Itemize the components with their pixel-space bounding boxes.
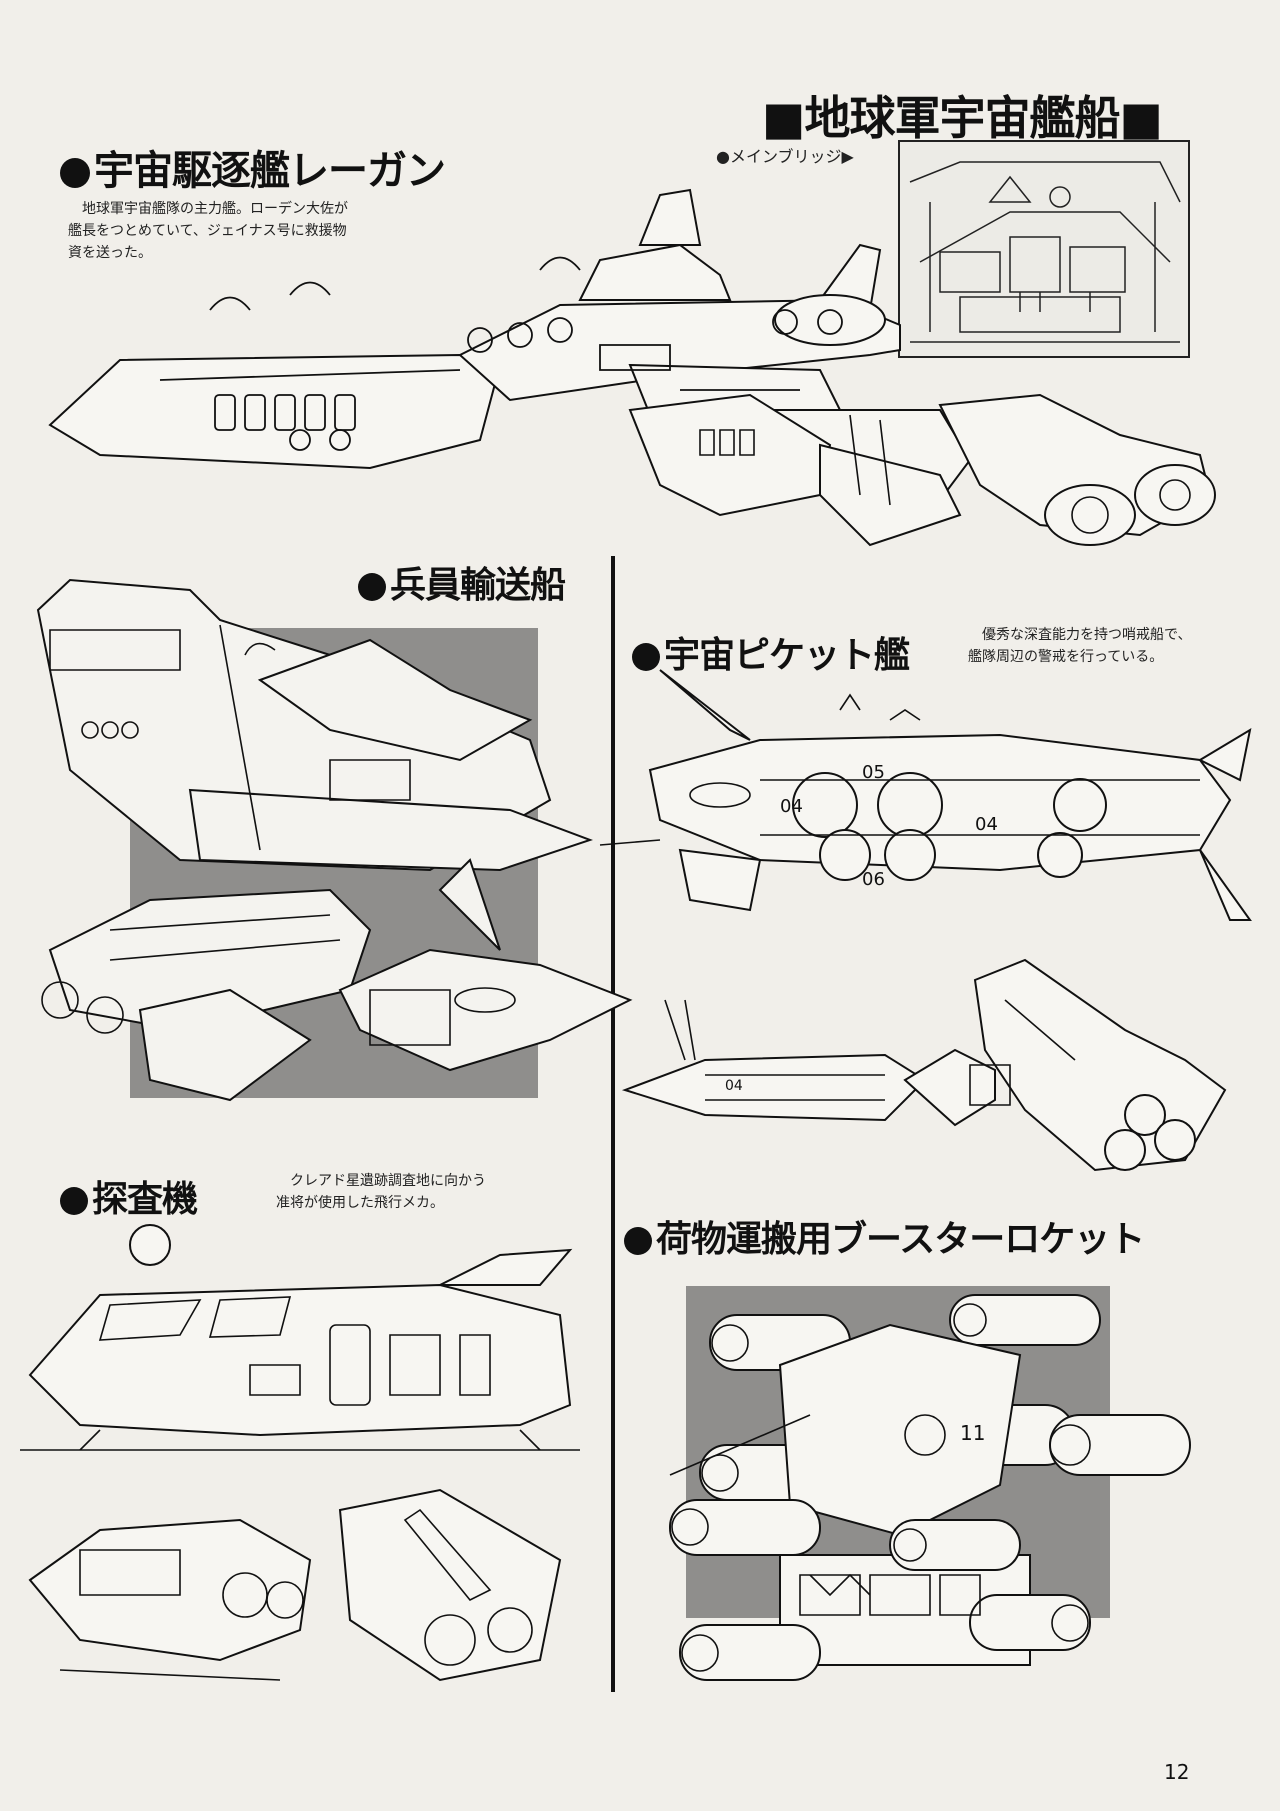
destroyer-title: 宇宙駆逐艦レーガン xyxy=(94,148,446,194)
troop-transport-illustration xyxy=(30,570,600,1140)
transport-title: 兵員輸送船 xyxy=(390,565,566,606)
page-title: ■地球軍宇宙艦船■ xyxy=(762,91,1163,145)
bridge-interior-drawing xyxy=(900,142,1188,356)
caption-line: 艦長をつとめていて、ジェイナス号に救援物 xyxy=(68,223,347,239)
transport-title-wrap: 兵員輸送船 xyxy=(358,556,566,608)
picket-caption: 優秀な深査能力を持つ哨戒船で、 艦隊周辺の警戒を行っている。 xyxy=(968,624,1268,668)
bullet-icon xyxy=(624,1227,652,1255)
main-bridge-illustration xyxy=(898,140,1190,358)
caption-line: 准将が使用した飛行メカ。 xyxy=(276,1195,444,1211)
probe-title-wrap: 探査機 xyxy=(60,1170,198,1222)
page-number: 12 xyxy=(1164,1760,1190,1784)
probe-craft-rear-illustration xyxy=(20,1470,600,1700)
picket-ship-side-illustration: 04 04 05 06 xyxy=(600,670,1260,950)
booster-title-wrap: 荷物運搬用ブースターロケット xyxy=(624,1210,1145,1262)
section-divider xyxy=(611,556,615,1692)
picket-title-wrap: 宇宙ピケット艦 xyxy=(632,626,910,678)
bullet-icon xyxy=(60,1187,88,1215)
caption-line: 優秀な深査能力を持つ哨戒船で、 xyxy=(982,627,1192,643)
bridge-label: ●メインブリッジ▶ xyxy=(716,147,854,166)
booster-title: 荷物運搬用ブースターロケット xyxy=(656,1219,1145,1260)
destroyer-title-wrap: 宇宙駆逐艦レーガン xyxy=(60,138,446,196)
caption-line: 艦隊周辺の警戒を行っている。 xyxy=(968,649,1164,665)
booster-rocket-illustration: 11 xyxy=(670,1255,1210,1725)
bullet-icon xyxy=(60,158,90,188)
probe-title: 探査機 xyxy=(92,1179,198,1220)
destroyer-rear-view-illustration xyxy=(620,385,1220,585)
picket-ship-top-illustration: 04 xyxy=(625,940,1265,1200)
marking-picket-top: 04 xyxy=(725,1078,743,1094)
destroyer-caption: 地球軍宇宙艦隊の主力艦。ローデン大佐が 艦長をつとめていて、ジェイナス号に救援物… xyxy=(68,198,408,264)
marking-booster: 11 xyxy=(960,1421,985,1445)
caption-line: 資を送った。 xyxy=(68,245,152,261)
marking-picket-a: 04 xyxy=(780,796,803,817)
caption-line: 地球軍宇宙艦隊の主力艦。ローデン大佐が xyxy=(82,201,348,217)
probe-craft-side-illustration xyxy=(20,1225,600,1465)
picket-title: 宇宙ピケット艦 xyxy=(664,635,910,676)
marking-picket-c: 05 xyxy=(862,762,885,783)
bullet-icon xyxy=(358,573,386,601)
bullet-icon xyxy=(632,643,660,671)
caption-line: クレアド星遺跡調査地に向かう xyxy=(290,1173,486,1189)
marking-picket-b: 04 xyxy=(975,814,998,835)
probe-caption: クレアド星遺跡調査地に向かう 准将が使用した飛行メカ。 xyxy=(276,1170,576,1214)
marking-picket-d: 06 xyxy=(862,869,885,890)
